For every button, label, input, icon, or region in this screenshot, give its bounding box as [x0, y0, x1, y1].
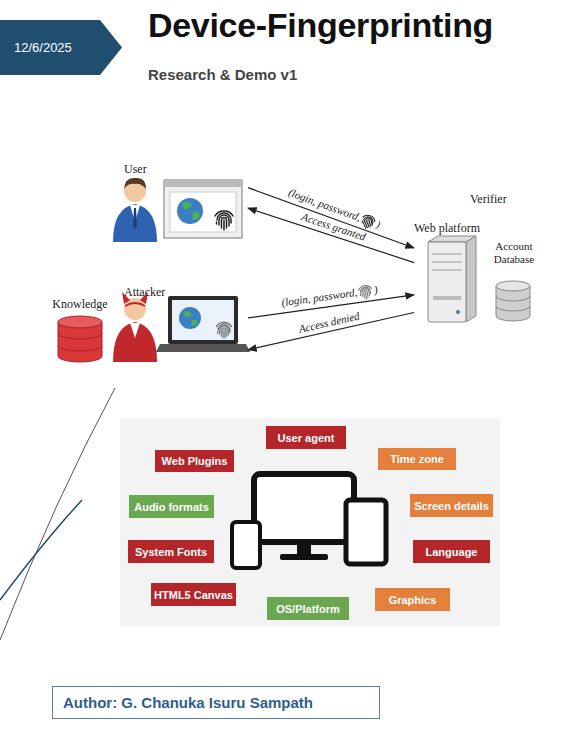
subtitle: Research & Demo v1: [148, 66, 297, 83]
feature-label: OS/Platform: [276, 603, 340, 615]
node-label: Attacker: [124, 285, 165, 299]
feature-box: OS/Platform: [267, 597, 349, 620]
feature-box: Graphics: [375, 588, 450, 611]
connector-arrow: [248, 188, 414, 248]
feature-panel: [120, 418, 500, 626]
attacker-icon: [113, 292, 157, 362]
connector-arrow: [248, 208, 414, 262]
feature-box: System Fonts: [128, 540, 214, 563]
attacker-node: Attacker: [108, 286, 248, 362]
edge-label: (login, password,): [281, 282, 379, 312]
node-label: Web platform: [414, 221, 480, 235]
laptop-icon: [156, 296, 250, 352]
closing-paren: ): [375, 218, 383, 231]
feature-box: Time zone: [378, 448, 456, 470]
fingerprint-icon: [360, 214, 377, 231]
device-icons: [232, 474, 386, 568]
page-title: Device-Fingerprinting: [148, 6, 493, 45]
closing-paren: ): [373, 283, 378, 295]
user-icon: [113, 178, 157, 242]
edge-label-text: Access denied: [297, 310, 360, 335]
node-label: 12/6/2025: [14, 40, 72, 55]
database-node: Account Database: [488, 240, 540, 322]
node-label: Knowledge: [52, 297, 107, 311]
feature-label: User agent: [278, 432, 335, 444]
server-node: Web platform: [414, 222, 484, 326]
node-label: Author: G. Chanuka Isuru Sampath: [63, 694, 313, 711]
feature-box: User agent: [266, 426, 346, 449]
feature-label: Web Plugins: [162, 455, 228, 467]
decor-curve: [0, 500, 82, 600]
feature-box: Screen details: [410, 494, 493, 517]
feature-label: HTML5 Canvas: [154, 589, 233, 601]
fingerprint-icon: [356, 283, 375, 302]
user-node: User: [108, 163, 248, 245]
author-box: Author: G. Chanuka Isuru Sampath: [52, 686, 380, 719]
server-icon: [428, 236, 476, 322]
knowledge-database: [58, 316, 102, 362]
date-banner: 12/6/2025: [0, 20, 122, 75]
edge-label-text: (login, password,: [281, 286, 358, 308]
feature-label: Time zone: [390, 453, 444, 465]
banner-shape: [0, 20, 122, 75]
decor-curve: [0, 388, 115, 640]
feature-label: Screen details: [414, 500, 489, 512]
feature-label: Language: [426, 546, 478, 558]
database-icon: [496, 281, 530, 321]
feature-box: Audio formats: [129, 495, 214, 518]
feature-label: Audio formats: [134, 501, 209, 513]
feature-label: Graphics: [389, 594, 437, 606]
feature-box: HTML5 Canvas: [151, 583, 236, 606]
database-node: Knowledge: [48, 298, 112, 364]
feature-box: Web Plugins: [155, 450, 234, 472]
feature-label: System Fonts: [135, 546, 207, 558]
node-label: Account Database: [494, 240, 534, 265]
feature-box: Language: [413, 540, 490, 563]
edge-label: Access denied: [297, 310, 360, 335]
fingerprint-icon: [359, 285, 373, 300]
browser-window: [164, 180, 242, 238]
node-label: User: [124, 162, 147, 176]
verifier-label: Verifier: [470, 192, 507, 207]
